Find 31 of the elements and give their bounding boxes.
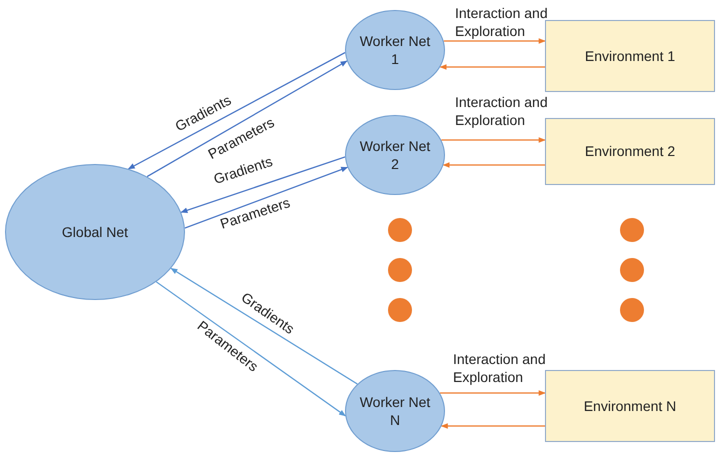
arrow — [441, 137, 546, 143]
arrow — [146, 60, 348, 178]
node-label: Environment 2 — [584, 142, 676, 161]
arrow — [180, 156, 346, 213]
arrow — [128, 52, 346, 170]
node-label: Environment 1 — [584, 46, 676, 66]
ellipsis-dot — [388, 258, 412, 282]
arrow — [444, 38, 546, 44]
edge-label: Interaction and Exploration — [455, 93, 549, 130]
ellipsis-dot — [620, 298, 644, 322]
arrow — [440, 64, 545, 70]
ellipsis-dot — [388, 298, 412, 322]
arrow — [170, 268, 358, 385]
ellipsis-dot — [620, 218, 644, 242]
arrow — [442, 162, 545, 168]
environment-box — [545, 20, 715, 92]
arrow — [440, 390, 546, 396]
node-label: Worker Net 2 — [358, 136, 432, 174]
ellipsis-dot — [620, 258, 644, 282]
node-label: Worker Net 1 — [358, 32, 432, 68]
node-label: Environment N — [582, 396, 678, 416]
arrow — [156, 281, 346, 416]
arrow — [440, 423, 545, 429]
environment-box — [545, 370, 715, 442]
node-label: Global Net — [60, 222, 130, 242]
edge-label: Interaction and Exploration — [455, 4, 549, 40]
edge-label: Interaction and Exploration — [453, 350, 547, 386]
arrow — [184, 166, 348, 229]
ellipsis-dot — [388, 218, 412, 242]
environment-box — [545, 118, 715, 185]
node-label: Worker Net N — [358, 392, 432, 430]
